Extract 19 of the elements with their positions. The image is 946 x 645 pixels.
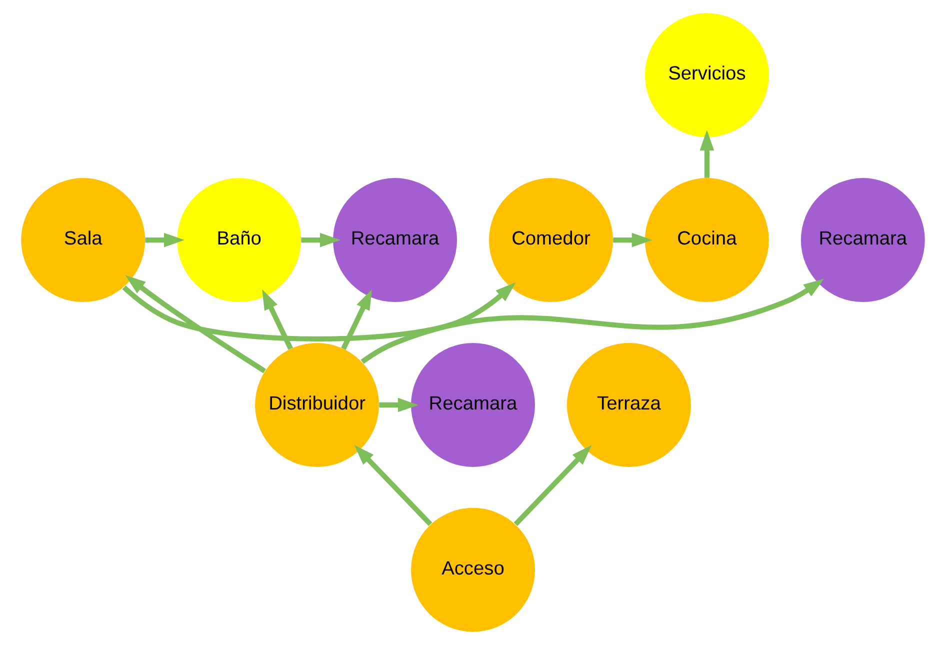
arrow [262,289,293,350]
arrow [122,282,516,342]
node-circle: Recamara [411,342,535,467]
arrow [514,444,592,526]
arrow [341,289,372,350]
node-circle: Acceso [411,508,535,632]
arrow [145,232,184,248]
arrow [301,232,340,248]
arrow [379,398,418,412]
node-circle: Baño [177,178,302,302]
arrow [360,278,824,364]
node-circle: Recamara [333,178,458,302]
arrow [125,275,266,374]
arrow [613,232,652,248]
arrow [354,444,432,526]
node-circle: Recamara [800,178,925,302]
arrow [700,130,714,178]
node-circle: Servicios [644,13,769,138]
node-circle: Cocina [644,178,769,302]
